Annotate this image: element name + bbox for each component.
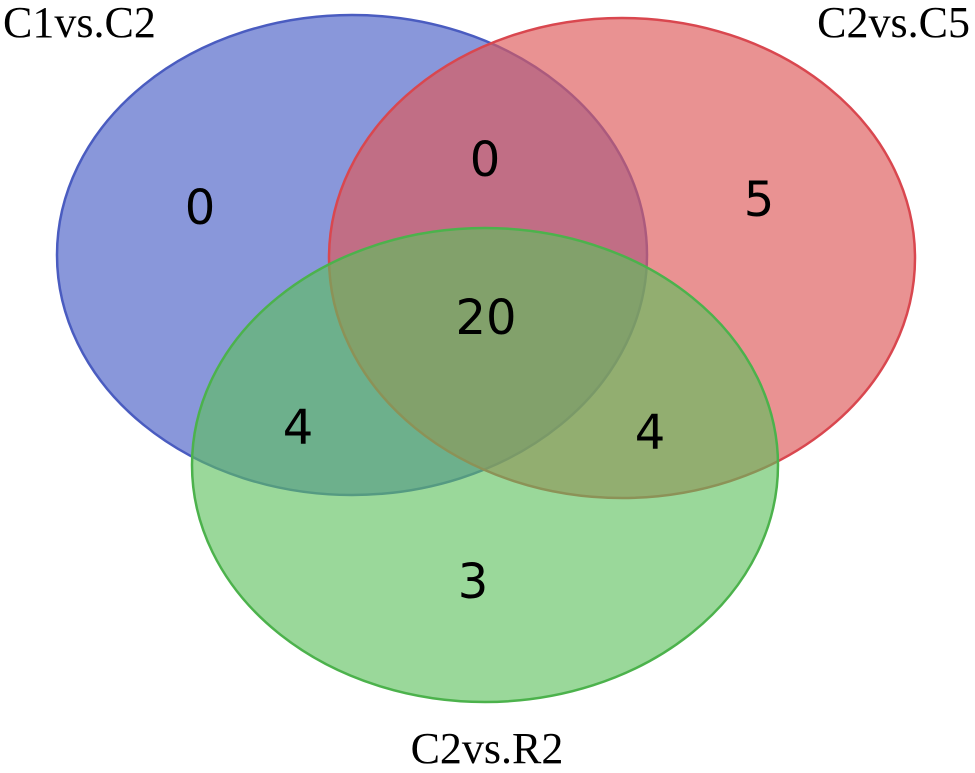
set-label-c2vs-r2: C2vs.R2 bbox=[411, 724, 564, 773]
set-label-c2vs-c5: C2vs.C5 bbox=[817, 0, 970, 47]
count-all-three: 20 bbox=[455, 290, 516, 346]
count-c1vs-c2-and-c2vs-c5: 0 bbox=[470, 132, 501, 188]
count-only-c2vs-c5: 5 bbox=[744, 172, 775, 228]
count-only-c1vs-c2: 0 bbox=[185, 180, 216, 236]
set-label-c1vs-c2: C1vs.C2 bbox=[3, 0, 156, 47]
count-only-c2vs-r2: 3 bbox=[458, 554, 489, 610]
count-c2vs-c5-and-c2vs-r2: 4 bbox=[635, 405, 666, 461]
set-c2vs-r2-ellipse bbox=[190, 226, 780, 704]
count-c1vs-c2-and-c2vs-r2: 4 bbox=[283, 400, 314, 456]
